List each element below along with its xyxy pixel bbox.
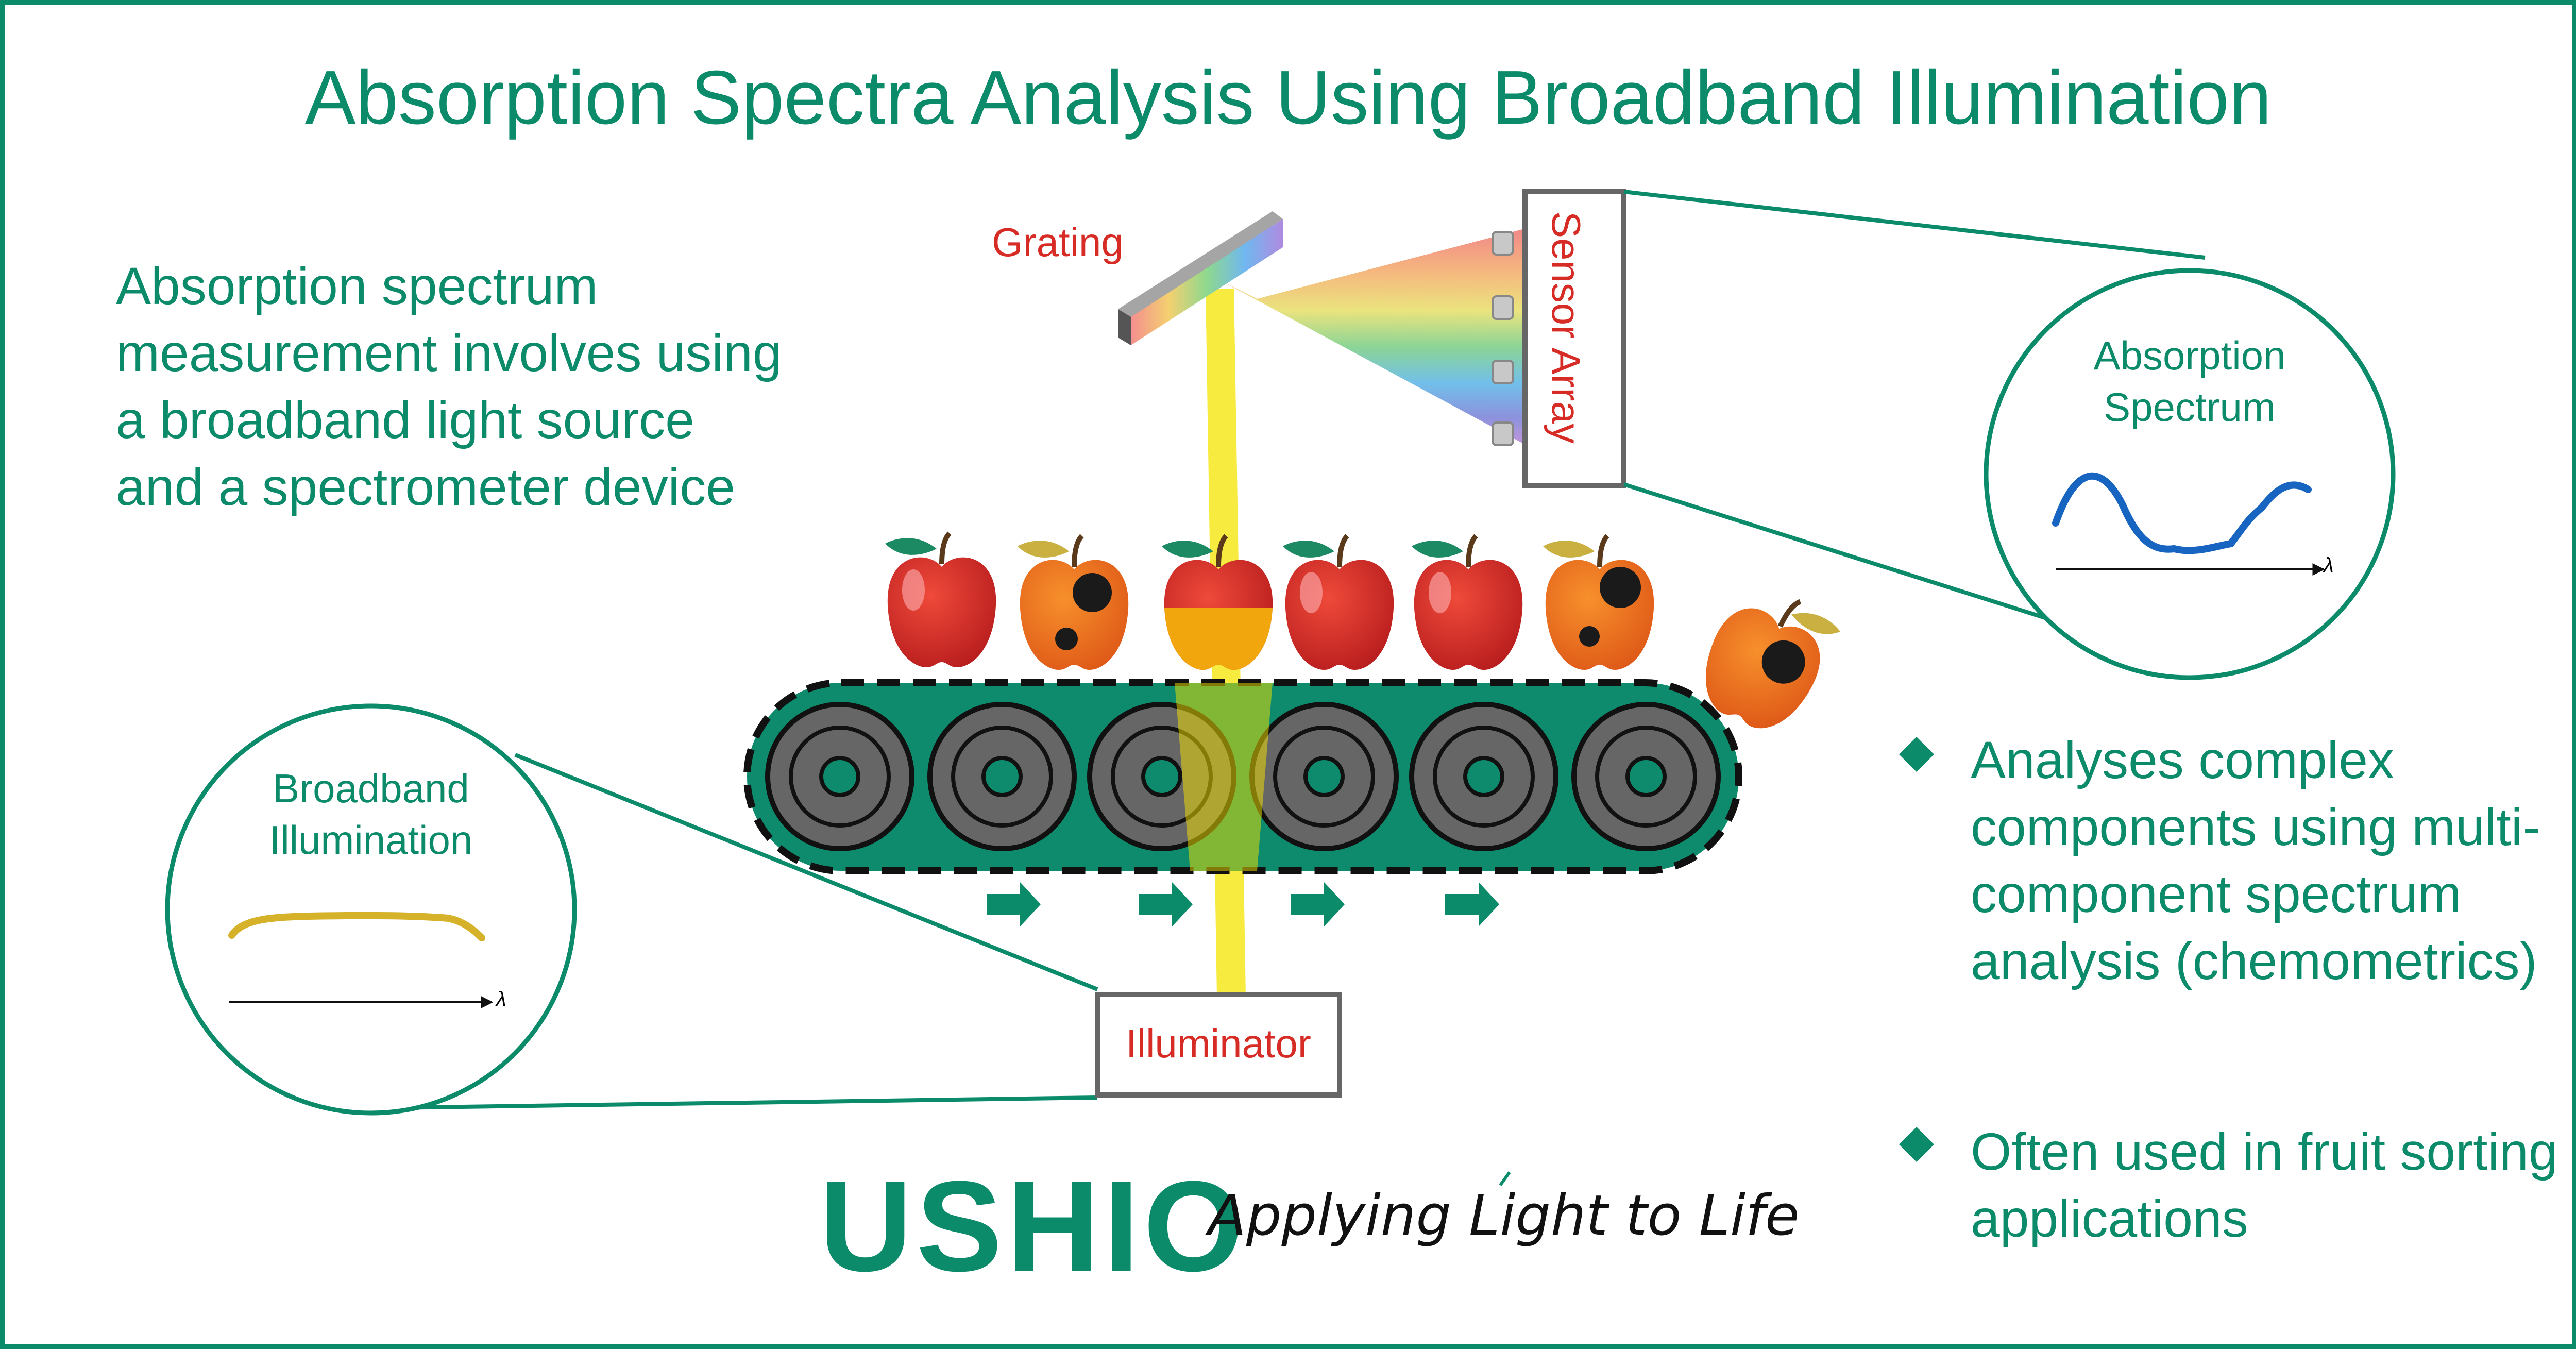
sensor-pixels xyxy=(1492,231,1514,446)
arrow-right-icon xyxy=(1291,882,1345,926)
broadband-title-line1: Broadband xyxy=(273,766,469,811)
diffracted-spectrum xyxy=(1221,229,1522,443)
bullet-1: Analyses complex components using multi-… xyxy=(1971,731,2540,990)
apples xyxy=(885,531,1840,743)
sensor-array-box xyxy=(1522,189,1626,488)
illuminator-label: Illuminator xyxy=(1126,1021,1311,1066)
rollers xyxy=(765,702,1721,851)
absorption-title-line2: Spectrum xyxy=(2104,384,2276,430)
broadband-curve xyxy=(228,912,485,941)
apple-icon xyxy=(1412,534,1523,670)
apple-icon xyxy=(1283,534,1394,670)
bruised-apple-icon xyxy=(1543,534,1654,670)
bullet-2: Often used in fruit sorting applications xyxy=(1971,1122,2558,1248)
arrow-right-icon xyxy=(1139,882,1193,926)
broadband-illumination-inset xyxy=(165,703,577,1116)
absorption-curve xyxy=(2052,472,2312,554)
apple-icon xyxy=(885,531,996,667)
grating-label: Grating xyxy=(992,220,1124,265)
broadband-axis-label: λ xyxy=(496,988,506,1010)
page-title: Absorption Spectra Analysis Using Broadb… xyxy=(304,55,2272,140)
broadband-title-line2: Illumination xyxy=(269,817,473,863)
arrow-right-icon xyxy=(1445,882,1499,926)
absorption-spectrum-inset xyxy=(1984,268,2396,680)
direction-arrows xyxy=(987,882,1499,926)
broadband-title: Broadband Illumination xyxy=(216,763,526,866)
diamond-bullet-icon xyxy=(1899,737,1934,772)
intro-text: Absorption spectrum measurement involves… xyxy=(116,257,782,516)
absorption-title-line1: Absorption xyxy=(2093,333,2286,378)
sensor-array-label: Sensor Array xyxy=(1544,211,1589,444)
bruised-apple-icon xyxy=(1687,597,1840,743)
apple-icon xyxy=(1162,534,1273,670)
ushio-logo: USHIO xyxy=(819,1154,1248,1298)
absorption-axis-label: λ xyxy=(2324,554,2334,577)
arrow-right-icon xyxy=(987,882,1041,926)
bruised-apple-icon xyxy=(1018,534,1129,670)
grating xyxy=(1118,211,1283,345)
absorption-title: Absorption Spectrum xyxy=(2035,330,2344,433)
brand-tagline: Applying Light to Life xyxy=(1208,1184,1800,1248)
illuminator-box xyxy=(1095,992,1342,1098)
diamond-bullet-icon xyxy=(1899,1127,1934,1162)
